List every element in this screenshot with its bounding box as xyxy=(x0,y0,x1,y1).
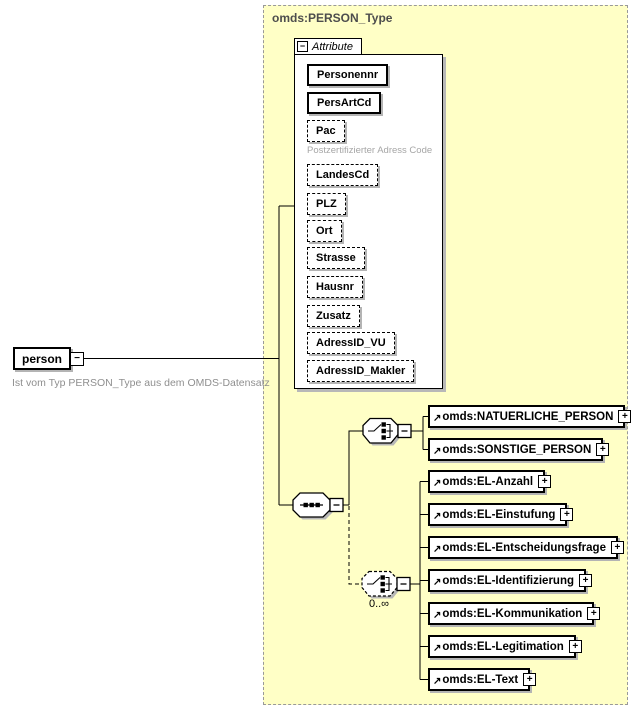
expand-icon[interactable]: + xyxy=(523,673,537,686)
attribute-label: PLZ xyxy=(316,198,337,210)
element-label: omds:SONSTIGE_PERSON xyxy=(442,443,592,456)
attribute-label: Personennr xyxy=(317,69,379,81)
attribute-strasse[interactable]: Strasse xyxy=(307,247,365,269)
attribute-adressid-vu[interactable]: AdressID_VU xyxy=(307,332,395,354)
expand-icon[interactable]: + xyxy=(587,607,601,620)
reference-arrow-icon: ↗ xyxy=(433,446,442,457)
sequence-indicator xyxy=(292,492,333,520)
element-el-anzahl[interactable]: ↗ omds:EL-Anzahl + xyxy=(428,470,552,493)
expand-icon[interactable]: + xyxy=(568,640,582,653)
element-el-entscheidungsfrage[interactable]: ↗ omds:EL-Entscheidungsfrage + xyxy=(428,536,624,559)
attribute-label: Ort xyxy=(316,225,333,237)
expand-icon[interactable]: + xyxy=(579,574,592,587)
attribute-label: Zusatz xyxy=(316,310,351,322)
reference-arrow-icon: ↗ xyxy=(433,676,442,687)
attribute-plz[interactable]: PLZ xyxy=(307,193,346,215)
attributes-header-label: Attribute xyxy=(312,40,353,53)
container-type-label: omds:PERSON_Type xyxy=(272,11,393,25)
attribute-label: Pac xyxy=(316,125,336,137)
expand-icon[interactable]: + xyxy=(596,443,610,456)
reference-arrow-icon: ↗ xyxy=(433,511,442,522)
occurrence-label: 0..∞ xyxy=(368,598,390,610)
element-el-text[interactable]: ↗ omds:EL-Text + xyxy=(428,668,537,691)
element-el-identifizierung[interactable]: ↗ omds:EL-Identifizierung + xyxy=(428,569,592,592)
attributes-collapse-icon[interactable]: − xyxy=(297,41,308,52)
element-el-kommunikation[interactable]: ↗ omds:EL-Kommunikation + xyxy=(428,602,601,625)
attribute-label: Strasse xyxy=(316,252,356,264)
reference-arrow-icon: ↗ xyxy=(433,478,442,489)
attribute-label: LandesCd xyxy=(316,169,370,181)
reference-arrow-icon: ↗ xyxy=(433,643,442,654)
attribute-persartcd[interactable]: PersArtCd xyxy=(307,92,382,114)
element-sonstige-person[interactable]: ↗ omds:SONSTIGE_PERSON + xyxy=(428,438,610,461)
element-label: omds:EL-Legitimation xyxy=(442,640,564,653)
attribute-label: Hausnr xyxy=(316,281,354,293)
element-label: omds:EL-Entscheidungsfrage xyxy=(442,541,606,554)
attribute-pac-annotation: Postzertifizierter Adress Code xyxy=(307,145,433,156)
element-label: omds:EL-Kommunikation xyxy=(442,607,583,620)
reference-arrow-icon: ↗ xyxy=(433,413,442,424)
element-label: omds:NATUERLICHE_PERSON xyxy=(442,410,614,423)
reference-arrow-icon: ↗ xyxy=(433,577,442,588)
expand-icon[interactable]: + xyxy=(538,475,552,488)
root-annotation: Ist vom Typ PERSON_Type aus dem OMDS-Dat… xyxy=(12,377,270,389)
sequence-collapse-toggle[interactable] xyxy=(329,497,344,513)
attribute-ort[interactable]: Ort xyxy=(307,220,342,242)
person-box[interactable]: person xyxy=(13,347,72,370)
reference-arrow-icon: ↗ xyxy=(433,610,442,621)
optional-connector-line xyxy=(348,506,362,585)
attribute-pac[interactable]: Pac xyxy=(307,120,345,142)
element-label: omds:EL-Anzahl xyxy=(442,475,534,488)
reference-arrow-icon: ↗ xyxy=(433,544,442,555)
attribute-label: PersArtCd xyxy=(317,97,372,109)
element-el-legitimation[interactable]: ↗ omds:EL-Legitimation + xyxy=(428,635,582,658)
element-label: omds:EL-Text xyxy=(442,673,519,686)
expand-icon[interactable]: + xyxy=(560,508,574,521)
attribute-landescd[interactable]: LandesCd xyxy=(307,164,379,186)
attributes-header[interactable]: − Attribute xyxy=(294,38,362,55)
expand-icon[interactable]: + xyxy=(610,541,624,554)
attribute-label: AdressID_VU xyxy=(316,337,386,349)
root-element-person[interactable]: person − xyxy=(13,347,85,370)
attribute-adressid-makler[interactable]: AdressID_Makler xyxy=(307,360,415,382)
element-natuerliche-person[interactable]: ↗ omds:NATUERLICHE_PERSON + xyxy=(428,405,632,428)
connector-lines xyxy=(70,205,429,680)
optional-choice-indicator xyxy=(361,570,400,599)
expand-icon[interactable]: + xyxy=(618,410,632,423)
element-label: omds:EL-Einstufung xyxy=(442,508,556,521)
attribute-zusatz[interactable]: Zusatz xyxy=(307,305,360,327)
attribute-label: AdressID_Makler xyxy=(316,365,406,377)
element-label: omds:EL-Identifizierung xyxy=(442,574,574,587)
attribute-hausnr[interactable]: Hausnr xyxy=(307,276,363,298)
choice-collapse-toggle[interactable] xyxy=(397,423,412,439)
attribute-personennr[interactable]: Personennr xyxy=(307,64,389,86)
element-el-einstufung[interactable]: ↗ omds:EL-Einstufung + xyxy=(428,503,574,526)
optional-choice-collapse-toggle[interactable] xyxy=(396,576,411,592)
choice-indicator xyxy=(362,417,401,446)
person-collapse-toggle[interactable]: − xyxy=(70,351,85,366)
